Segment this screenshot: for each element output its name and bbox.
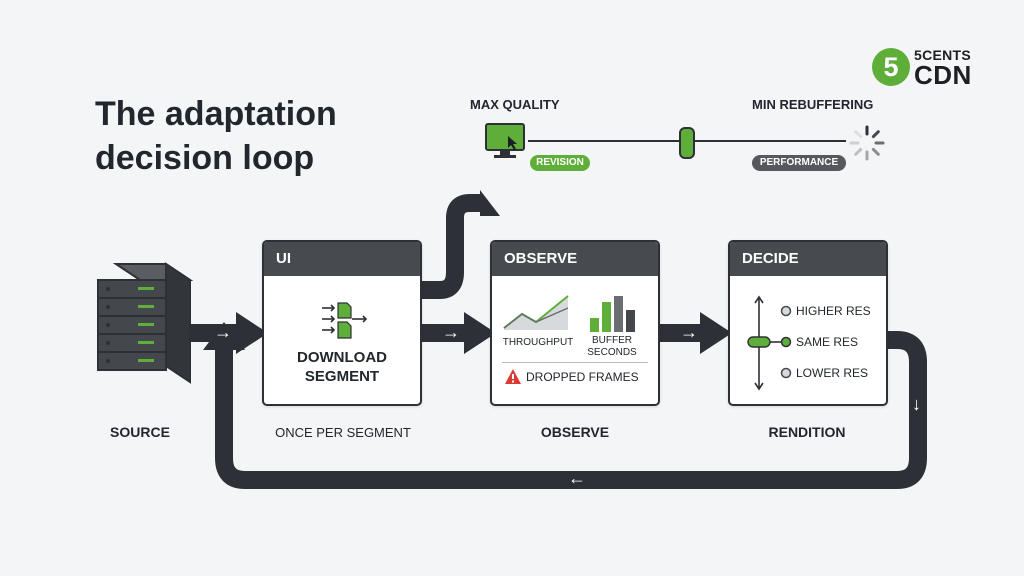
min-rebuffering-label: MIN REBUFFERING xyxy=(752,97,874,112)
observe-caption: OBSERVE xyxy=(540,424,610,440)
buffer-label-2: SECONDS xyxy=(587,347,637,358)
brand-logo-mark: 5 xyxy=(872,48,910,86)
loading-spinner-icon xyxy=(849,125,885,161)
rendition-selector-icon xyxy=(747,295,784,391)
brand-logo-top: 5CENTS xyxy=(914,47,972,63)
decide-card: DECIDE HIGHER RES SAME RES LOWER RES xyxy=(728,240,888,406)
arrow-glyph-observe: → xyxy=(680,322,698,342)
dropped-frames-label: DROPPED FRAMES xyxy=(526,370,639,384)
arrow-glyph-down: ↓ xyxy=(912,394,921,414)
arrow-glyph-left: ← xyxy=(568,468,586,488)
throughput-label: THROUGHPUT xyxy=(502,337,574,348)
title-line-2: decision loop xyxy=(95,139,315,177)
option-same-res[interactable]: SAME RES xyxy=(796,335,859,349)
arrow-glyph-ui: → xyxy=(442,322,460,342)
ui-card-line-1: DOWNLOAD xyxy=(297,349,387,366)
ui-caption: ONCE PER SEGMENT xyxy=(275,425,411,440)
arrow-glyph-source: → xyxy=(214,322,232,342)
observe-card-header: OBSERVE xyxy=(492,242,658,276)
option-dot-higher[interactable] xyxy=(780,305,792,317)
title-line-1: The adaptation xyxy=(95,95,337,133)
ui-card-header: UI xyxy=(264,242,420,276)
source-label: SOURCE xyxy=(110,424,170,440)
observe-card: OBSERVE THROUGHPUT BUFFER SECONDS DROPPE… xyxy=(490,240,660,406)
performance-pill: PERFORMANCE xyxy=(752,155,846,171)
page-title: The adaptation decision loop xyxy=(95,92,415,180)
revision-pill: REVISION xyxy=(530,155,590,171)
server-icon xyxy=(97,262,194,384)
option-dot-same[interactable] xyxy=(780,336,792,348)
warning-icon xyxy=(505,369,521,384)
observe-divider xyxy=(502,362,648,363)
monitor-icon xyxy=(485,123,525,158)
option-lower-res[interactable]: LOWER RES xyxy=(796,366,869,380)
max-quality-label: MAX QUALITY xyxy=(470,97,560,112)
rendition-caption: RENDITION xyxy=(768,424,846,440)
decide-card-header: DECIDE xyxy=(730,242,886,276)
option-higher-res[interactable]: HIGHER RES xyxy=(796,304,871,318)
buffer-label-1: BUFFER xyxy=(592,335,632,346)
ui-card-line-2: SEGMENT xyxy=(304,368,380,385)
ui-card: UI DOWNLOAD SEGMENT xyxy=(262,240,422,406)
slider-thumb[interactable] xyxy=(679,127,695,159)
buffer-bars-icon xyxy=(590,296,635,332)
download-files-icon xyxy=(322,302,368,339)
throughput-chart-icon xyxy=(503,295,569,330)
option-dot-lower[interactable] xyxy=(780,367,792,379)
brand-logo-bottom: CDN xyxy=(914,60,972,90)
